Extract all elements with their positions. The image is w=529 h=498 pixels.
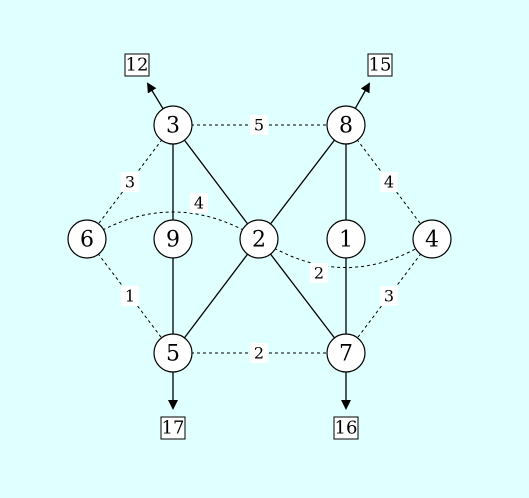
node-circle	[412, 219, 452, 259]
node-6: 6	[67, 219, 107, 259]
edge-weight-8-4: 4	[380, 172, 398, 192]
edge-weight-6-5: 1	[121, 286, 139, 306]
node-1: 1	[326, 219, 366, 259]
edge-weight-label: 4	[194, 194, 204, 213]
edge-weight-2-4: 2	[310, 263, 328, 283]
edge-weight-label: 3	[125, 173, 135, 192]
node-circle	[326, 105, 366, 145]
node-label: 3	[166, 114, 180, 139]
node-circle	[153, 219, 193, 259]
edge-weight-bg	[121, 286, 139, 306]
terminal-box-frame	[367, 53, 393, 77]
node-circle	[326, 333, 366, 373]
edge-weight-4-7: 3	[380, 286, 398, 306]
node-label: 4	[425, 228, 439, 253]
terminal-box-15: 15	[367, 53, 393, 77]
edge-weight-label: 2	[314, 264, 324, 283]
node-circle	[239, 219, 279, 259]
edge-weight-bg	[250, 115, 268, 135]
dashed-edge-2-4	[258, 238, 433, 268]
edge-weight-bg	[310, 263, 328, 283]
terminal-label: 12	[126, 55, 149, 76]
edge-weight-3-6: 3	[121, 172, 139, 192]
terminal-box-frame	[160, 416, 186, 440]
node-label: 6	[80, 228, 94, 253]
node-circle	[153, 105, 193, 145]
node-label: 9	[166, 228, 180, 253]
edge-weight-bg	[380, 172, 398, 192]
node-label: 1	[339, 228, 353, 253]
node-2: 2	[239, 219, 279, 259]
edge-weight-label: 4	[384, 173, 394, 192]
node-3: 3	[153, 105, 193, 145]
terminal-box-frame	[124, 53, 150, 77]
node-8: 8	[326, 105, 366, 145]
node-circle	[67, 219, 107, 259]
edge-weight-bg	[190, 193, 208, 213]
solid-edge-2-7	[258, 238, 347, 354]
edge-weight-bg	[121, 172, 139, 192]
node-label: 5	[166, 342, 180, 367]
edge-weight-5-7: 2	[250, 343, 268, 363]
terminal-box-12: 12	[124, 53, 150, 77]
node-circle	[326, 219, 366, 259]
terminal-box-frame	[333, 416, 359, 440]
node-label: 2	[252, 228, 266, 253]
node-9: 9	[153, 219, 193, 259]
node-4: 4	[412, 219, 452, 259]
terminal-label: 17	[162, 418, 185, 439]
node-circle	[153, 333, 193, 373]
terminal-arrow-8-to-15	[354, 82, 370, 109]
terminal-label: 16	[335, 418, 358, 439]
edge-weight-bg	[250, 343, 268, 363]
solid-edge-2-5	[172, 238, 260, 354]
terminal-label: 15	[369, 55, 392, 76]
edge-weight-label: 1	[125, 287, 135, 306]
solid-edge-3-2	[172, 124, 260, 240]
node-label: 8	[339, 114, 353, 139]
node-7: 7	[326, 333, 366, 373]
terminal-arrow-3-to-12	[146, 82, 164, 110]
terminal-box-17: 17	[160, 416, 186, 440]
terminal-box-16: 16	[333, 416, 359, 440]
edge-weight-6-2: 4	[190, 193, 208, 213]
edge-weight-label: 2	[254, 344, 264, 363]
edge-weight-3-8: 5	[250, 115, 268, 135]
node-5: 5	[153, 333, 193, 373]
dashed-edge-6-2	[86, 211, 260, 240]
edge-weight-label: 5	[254, 116, 264, 135]
edge-weight-label: 3	[384, 287, 394, 306]
edge-weight-bg	[380, 286, 398, 306]
solid-edge-2-8	[258, 124, 347, 240]
node-label: 7	[339, 342, 353, 367]
